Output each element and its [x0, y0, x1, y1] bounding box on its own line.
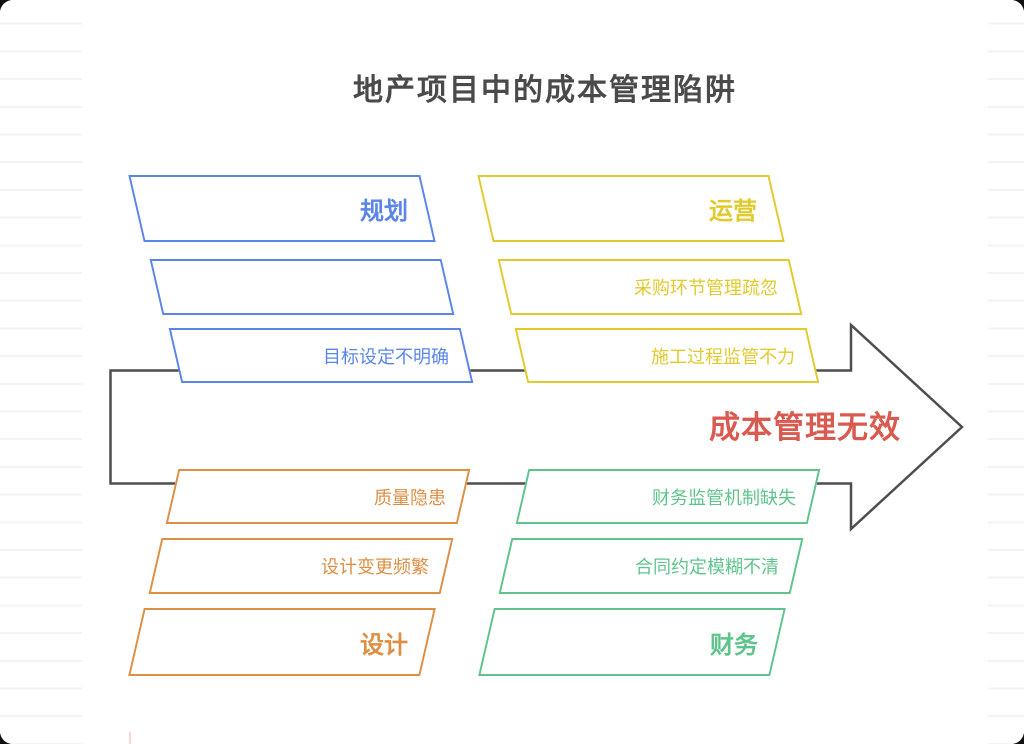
shape-operations-category: 运营 [477, 175, 785, 242]
shape-design-row2: 设计变更频繁 [148, 538, 454, 594]
shape-design-category: 设计 [128, 608, 436, 676]
shape-finance-category: 财务 [478, 608, 786, 676]
shape-label: 规划 [360, 198, 408, 225]
shape-label: 目标设定不明确 [323, 346, 449, 367]
shape-label: 财务监管机制缺失 [652, 487, 796, 508]
shape-label: 合同约定模糊不清 [635, 557, 779, 577]
shape-operations-row3: 施工过程监管不力 [514, 328, 820, 383]
shape-design-row1: 质量隐患 [165, 469, 471, 524]
page-title: 地产项目中的成本管理陷阱 [353, 74, 737, 107]
shape-label: 采购环节管理疏忽 [634, 278, 778, 298]
shape-label [156, 259, 448, 315]
shape-planning-row3: 目标设定不明确 [168, 328, 474, 383]
cursor-tick [129, 732, 131, 744]
arrow-label: 成本管理无效 [709, 409, 901, 445]
shape-finance-row2: 合同约定模糊不清 [498, 538, 804, 594]
shape-label: 设计 [360, 631, 408, 659]
shape-label: 财务 [710, 631, 758, 659]
shape-label: 设计变更频繁 [321, 557, 429, 577]
shape-planning-row2 [149, 259, 455, 315]
shape-label: 运营 [709, 198, 757, 225]
shape-label: 施工过程监管不力 [651, 346, 795, 367]
shape-planning-category: 规划 [128, 175, 436, 242]
shape-label: 质量隐患 [374, 487, 446, 508]
shape-finance-row1: 财务监管机制缺失 [515, 469, 821, 524]
shape-operations-row2: 采购环节管理疏忽 [497, 259, 803, 315]
